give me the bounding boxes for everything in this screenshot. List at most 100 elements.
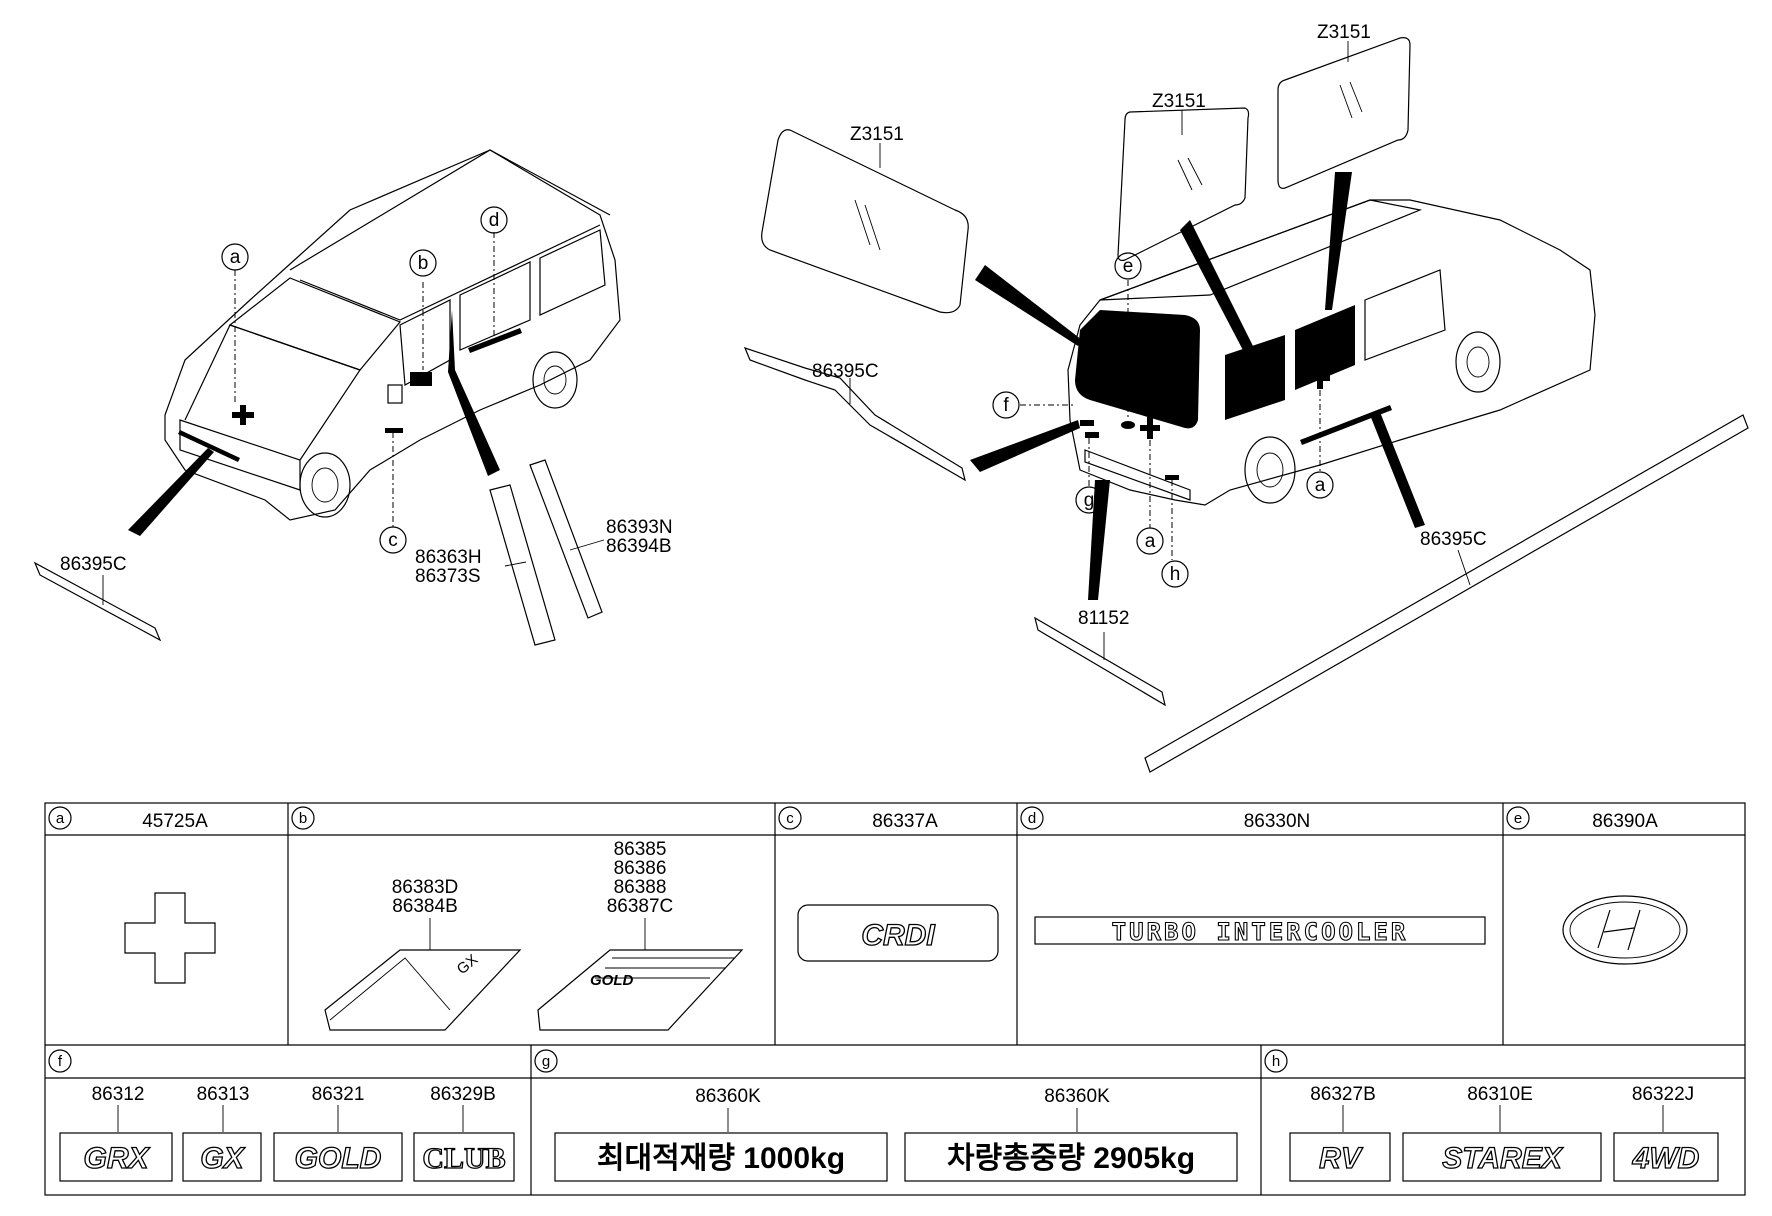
cell-h-letter: h (1272, 1053, 1280, 1070)
right-callout-h-circle (1161, 560, 1189, 588)
left-van-roof-edge (299, 224, 601, 321)
brand-logo-outer-icon (1562, 895, 1688, 965)
right-windshield-leader (975, 265, 1082, 346)
4wd-emblem-text: 4WD (1632, 1142, 1700, 1175)
right-windshield-glass (761, 129, 969, 314)
left-callout-a-circle (221, 243, 249, 271)
right-middle-side-glass (1117, 107, 1250, 262)
left-van-middle-side-window (459, 261, 531, 351)
right-van-rear-wheel (1244, 436, 1296, 504)
right-rear-glass-leader (1325, 172, 1352, 310)
gold-emblem-frame (273, 1132, 403, 1182)
left-van-d-badge-mark (468, 328, 522, 353)
brand-logo-h-icon (1597, 909, 1641, 951)
decal-plain-stripe-icon (329, 957, 451, 1021)
left-van-windshield (228, 277, 401, 371)
left-van-body-outline (164, 149, 621, 521)
right-callout-a1-circle (1136, 527, 1164, 555)
left-pillar-inner-leader-line (504, 561, 527, 567)
right-van-rear-window (1075, 310, 1200, 429)
cell-b-item2-part-1: 86385 (614, 839, 667, 860)
left-pillar-leader (448, 310, 500, 476)
cell-b-item2-part-3: 86388 (614, 877, 667, 898)
left-hood-stripe-leader (128, 448, 214, 536)
left-pillar-label-1: 86363H (415, 547, 482, 568)
right-van-side-window-3 (1364, 269, 1446, 361)
right-middle-side-glass-glare (1177, 157, 1203, 191)
right-van-front-wheel-hub (1466, 346, 1490, 378)
right-rear-glass-label: Z3151 (1317, 22, 1371, 43)
left-pillar-outer-leader-line (569, 539, 605, 551)
left-van-front-wheel-hub (311, 467, 339, 503)
left-van-roof-line (289, 149, 611, 271)
gross-weight-label-text: 차량총중량 2905kg (947, 1142, 1195, 1175)
left-hood-stripe-part (33, 561, 162, 642)
right-callout-a2-circle (1306, 471, 1334, 499)
cell-f-item4-part: 86329B (430, 1084, 496, 1105)
right-tail-stripe-leader (1088, 480, 1110, 600)
right-van-e-logo-mark (1121, 421, 1135, 429)
table-frame (44, 802, 1746, 1196)
turbo-emblem-frame (1034, 916, 1486, 945)
grx-emblem-frame (59, 1132, 173, 1182)
cell-e-letter-circle (1506, 806, 1530, 830)
right-rear-side-glass-glare (1339, 81, 1363, 119)
right-callout-e-circle (1114, 252, 1142, 280)
left-pillar-label-4: 86394B (606, 536, 672, 557)
decal-gold-stripes-icon (595, 957, 735, 979)
rv-emblem-frame (1289, 1132, 1391, 1182)
cell-b-item2-part-2: 86386 (614, 858, 667, 879)
decal-gold-text: GOLD (590, 972, 633, 989)
cell-h-item3-part: 86322J (1632, 1084, 1694, 1105)
cross-emblem-icon (124, 892, 216, 984)
left-hood-stripe-label: 86395C (60, 554, 127, 575)
rv-emblem-text: RV (1319, 1142, 1364, 1175)
cell-b-letter-circle (291, 806, 315, 830)
gold-emblem-text: GOLD (295, 1142, 382, 1175)
right-van-side-window-1 (1225, 335, 1285, 420)
starex-emblem-text: STAREX (1442, 1142, 1563, 1175)
right-callout-g-circle (1075, 486, 1103, 514)
left-vehicle: a b c d 86395C 86363H 86373S 86393N 8639… (33, 149, 673, 646)
left-van-rear-wheel (532, 351, 578, 409)
left-van-front-wheel (299, 452, 351, 518)
crdi-emblem-frame (797, 904, 999, 962)
cell-c-part: 86337A (872, 811, 938, 832)
cell-g-letter: g (542, 1053, 550, 1070)
parts-table: a 45725A b c 86337A d 86330N e 86390A 86… (44, 802, 1746, 1196)
left-callout-b-circle (409, 249, 437, 277)
cell-h-letter-circle (1264, 1049, 1288, 1073)
cell-b-item1-part-1: 86383D (392, 877, 459, 898)
right-van-tailgate-emblem-mark (1140, 417, 1160, 439)
right-windshield-label: Z3151 (850, 124, 904, 145)
cell-e-letter: e (1514, 810, 1522, 827)
cell-a-letter-circle (48, 806, 72, 830)
left-van-hood (184, 324, 361, 461)
cell-b-letter: b (299, 810, 307, 827)
left-pillar-inner-part (489, 484, 556, 646)
left-callout-c-circle (379, 526, 407, 554)
right-van-side-window-2 (1295, 305, 1355, 390)
cell-c-letter: c (786, 810, 794, 827)
club-emblem-frame (413, 1132, 515, 1182)
left-callout-c: c (388, 530, 398, 551)
right-callout-f-circle (992, 391, 1020, 419)
cell-f-item1-part: 86312 (92, 1084, 145, 1105)
cell-g-item2-part: 86360K (1044, 1086, 1110, 1107)
left-callout-d-circle (480, 206, 508, 234)
cell-b-item1-part-2: 86384B (392, 896, 458, 917)
left-van-hood-stripe-mark (178, 430, 240, 462)
cell-h-item2-part: 86310E (1467, 1084, 1533, 1105)
cell-f-item3-part: 86321 (312, 1084, 365, 1105)
right-van-body-outline (1067, 199, 1596, 506)
right-callout-f: f (1003, 395, 1009, 416)
left-pillar-outer-part (529, 459, 603, 619)
cell-f-letter: f (58, 1053, 63, 1070)
right-windshield-glare (854, 199, 881, 251)
left-callout-b: b (418, 253, 429, 274)
right-f-leader (970, 420, 1080, 472)
left-pillar-label-2: 86373S (415, 566, 481, 587)
crdi-emblem-text: CRDI (861, 919, 935, 952)
